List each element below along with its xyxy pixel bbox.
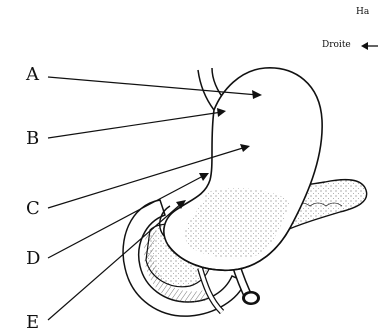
leader-line-B: [48, 112, 222, 138]
leader-line-A: [48, 77, 258, 95]
orientation-haut-label: Ha: [356, 8, 369, 17]
label-D: D: [26, 250, 40, 268]
orientation-droite-label: Droite: [322, 41, 351, 50]
left-arrow-icon: [361, 42, 378, 50]
label-E: E: [26, 314, 39, 332]
label-B: B: [26, 130, 39, 148]
label-A: A: [26, 66, 39, 84]
label-C: C: [26, 200, 40, 218]
